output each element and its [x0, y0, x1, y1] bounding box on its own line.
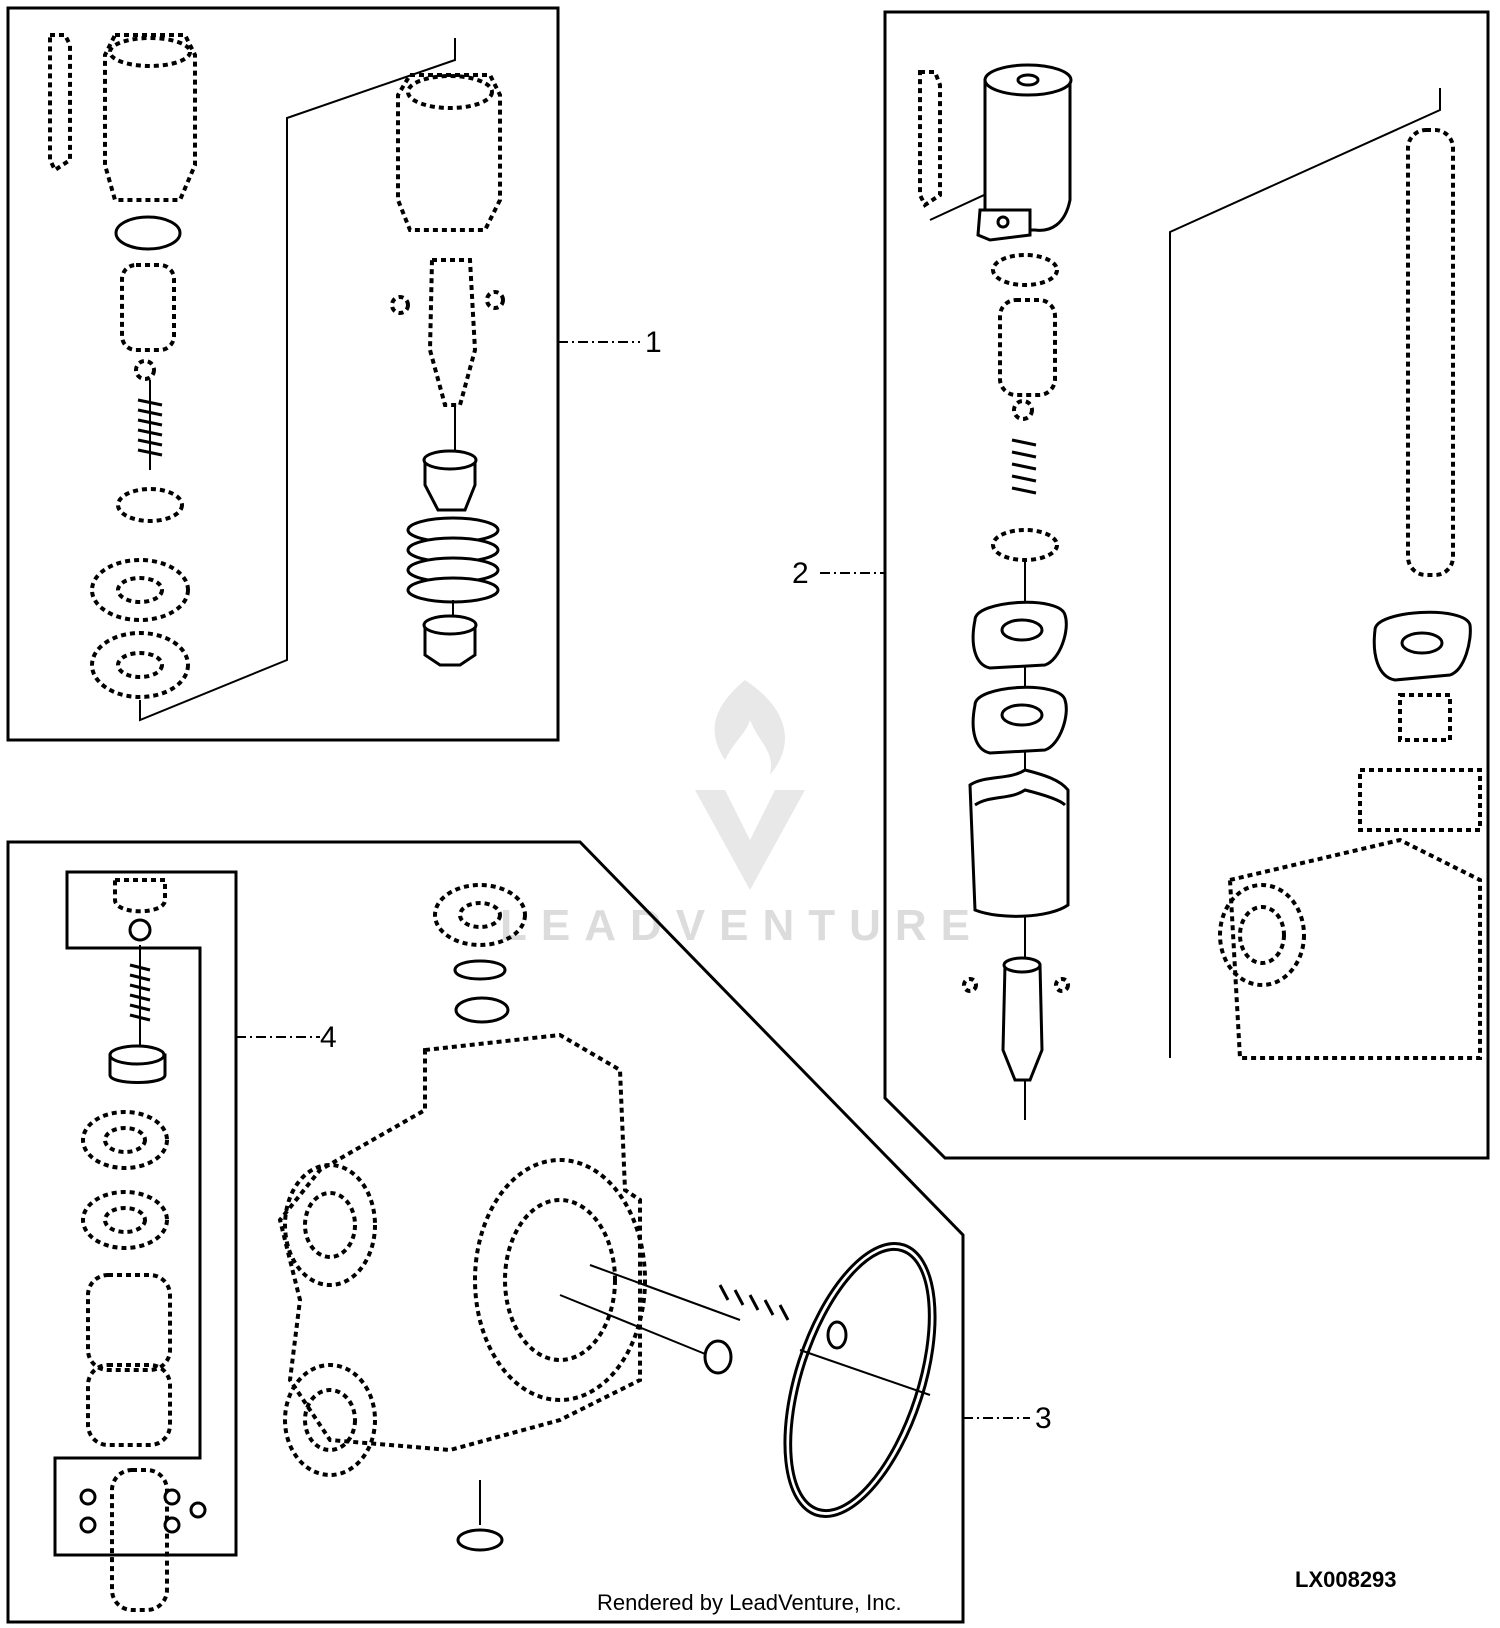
watermark-logo: LEADVENTURE: [500, 680, 984, 950]
panel-3-frame: [6, 840, 965, 1624]
panel-4-frame: [53, 870, 238, 1557]
callout-3-number: 3: [1035, 1402, 1052, 1435]
rendered-by-credit: Rendered by LeadVenture, Inc.: [597, 1590, 902, 1615]
panel-3: [6, 840, 965, 1624]
callout-1-number: 1: [645, 326, 662, 359]
callout-2-number: 2: [792, 557, 809, 590]
panel-1: [6, 6, 560, 742]
panel-4: [53, 870, 238, 1612]
panel-1-frame: [6, 6, 560, 742]
panel-2-frame: [883, 10, 1490, 1160]
watermark-text: LEADVENTURE: [500, 901, 984, 950]
callout-4-number: 4: [320, 1021, 337, 1054]
figure-id: LX008293: [1295, 1567, 1397, 1592]
spring-large: [406, 516, 500, 604]
o-ring-large: [783, 1242, 937, 1518]
panel-2: [883, 10, 1490, 1160]
